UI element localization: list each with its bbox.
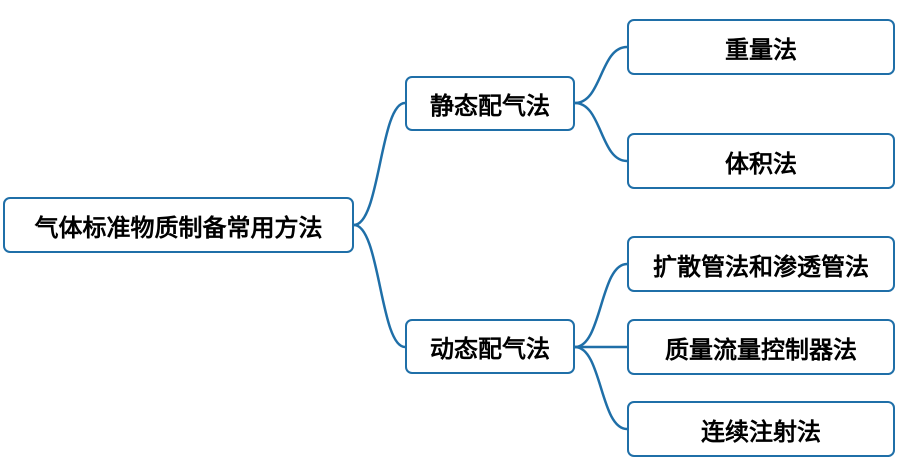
connector-root-dynamic bbox=[353, 223, 406, 349]
leaf-node-volumetric: 体积法 bbox=[627, 133, 895, 189]
branch-node-static: 静态配气法 bbox=[405, 76, 575, 131]
leaf-node-mass-flow-controller: 质量流量控制器法 bbox=[627, 319, 895, 375]
leaf-node-continuous-injection: 连续注射法 bbox=[627, 401, 895, 457]
connector-dynamic-diffusion bbox=[574, 262, 628, 349]
leaf-node-diffusion-permeation-label: 扩散管法和渗透管法 bbox=[653, 252, 869, 281]
branch-node-dynamic: 动态配气法 bbox=[405, 319, 575, 374]
connector-static-volumetric bbox=[574, 101, 628, 163]
leaf-node-gravimetric-label: 重量法 bbox=[725, 35, 797, 64]
branch-node-dynamic-label: 动态配气法 bbox=[430, 335, 550, 363]
leaf-node-volumetric-label: 体积法 bbox=[725, 149, 797, 178]
connector-root-static bbox=[353, 101, 406, 227]
leaf-node-mass-flow-controller-label: 质量流量控制器法 bbox=[665, 335, 857, 364]
leaf-node-diffusion-permeation: 扩散管法和渗透管法 bbox=[627, 236, 895, 292]
root-node: 气体标准物质制备常用方法 bbox=[3, 197, 354, 253]
leaf-node-gravimetric: 重量法 bbox=[627, 19, 895, 75]
connector-static-gravimetric bbox=[574, 45, 628, 105]
connector-dynamic-injection bbox=[574, 345, 628, 431]
leaf-node-continuous-injection-label: 连续注射法 bbox=[701, 417, 821, 446]
root-node-label: 气体标准物质制备常用方法 bbox=[34, 213, 323, 242]
branch-node-static-label: 静态配气法 bbox=[430, 92, 550, 120]
